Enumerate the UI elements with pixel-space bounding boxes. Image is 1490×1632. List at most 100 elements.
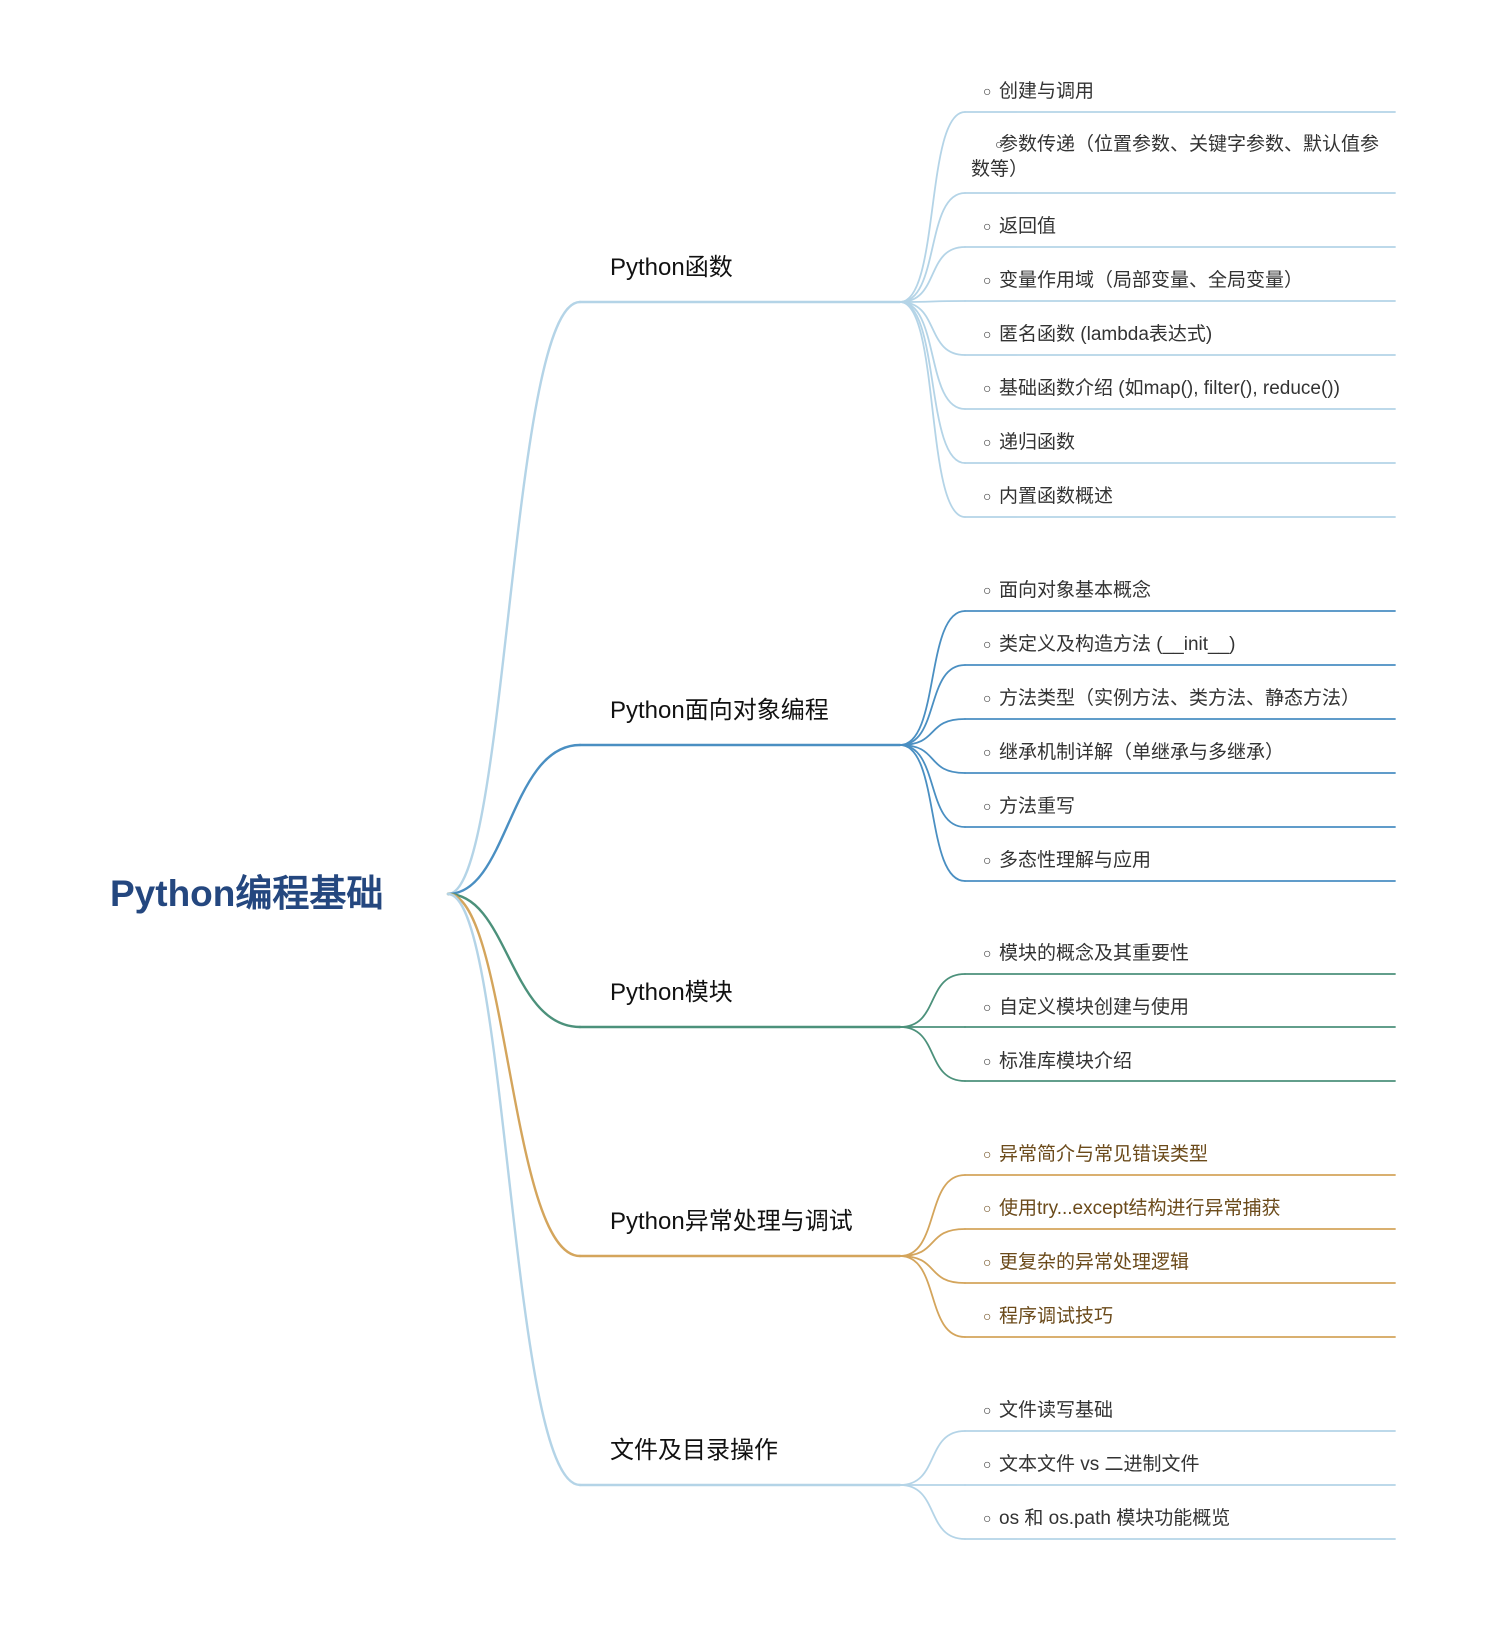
bullet-icon: ○ [983, 83, 992, 99]
branch-node-title: Python面向对象编程 [610, 697, 829, 724]
leaf-node: ○ 类定义及构造方法 (__init__) [983, 632, 1403, 657]
branch-leaf-connector [899, 718, 966, 746]
bullet-icon: ○ [983, 1254, 992, 1270]
bullet-icon: ○ [983, 945, 992, 961]
bullet-icon: ○ [983, 999, 992, 1015]
leaf-node: ○ 更复杂的异常处理逻辑 [983, 1250, 1403, 1275]
branch-leaf-connector [899, 192, 966, 303]
leaf-node: ○ 自定义模块创建与使用 [983, 995, 1403, 1020]
leaf-node-label: 文本文件 vs 二进制文件 [999, 1454, 1200, 1475]
branch-leaf-connector [899, 301, 966, 464]
leaf-node: ○ 方法类型（实例方法、类方法、静态方法） [983, 686, 1403, 711]
leaf-node-label: 多态性理解与应用 [999, 850, 1152, 871]
bullet-icon: ○ [983, 852, 992, 868]
leaf-node-label: 参数传递（位置参数、关键字参数、默认值参数等） [971, 134, 1380, 180]
leaf-node-label: 标准库模块介绍 [999, 1051, 1133, 1072]
branch-leaf-connector [899, 664, 966, 746]
bullet-icon: ○ [983, 326, 992, 342]
bullet-icon: ○ [983, 1053, 992, 1069]
branch-node-title: Python模块 [610, 979, 733, 1006]
leaf-node: ○ 程序调试技巧 [983, 1304, 1403, 1329]
root-branch-connector [446, 300, 582, 896]
branch-leaf-connector [899, 301, 966, 356]
leaf-node-label: 程序调试技巧 [999, 1306, 1114, 1327]
branch-node-title: Python函数 [610, 254, 733, 281]
leaf-node: ○ 标准库模块介绍 [983, 1049, 1403, 1074]
bullet-icon: ○ [983, 380, 992, 396]
bullet-icon: ○ [983, 434, 992, 450]
bullet-icon: ○ [983, 1402, 992, 1418]
branch-node-title: Python异常处理与调试 [610, 1208, 853, 1235]
leaf-node-label: 返回值 [999, 216, 1057, 237]
leaf-node-label: 异常简介与常见错误类型 [999, 1144, 1209, 1165]
leaf-node: ○ os 和 os.path 模块功能概览 [983, 1506, 1403, 1531]
leaf-node: ○ 递归函数 [983, 430, 1403, 455]
bullet-icon: ○ [983, 798, 992, 814]
branch-leaf-connector [899, 973, 966, 1028]
leaf-node-label: 更复杂的异常处理逻辑 [999, 1252, 1190, 1273]
bullet-icon: ○ [983, 744, 992, 760]
leaf-node: ○ 创建与调用 [983, 79, 1403, 104]
root-node-title: Python编程基础 [110, 873, 384, 914]
leaf-node-label: 基础函数介绍 (如map(), filter(), reduce()) [999, 378, 1340, 399]
leaf-node-label: 文件读写基础 [999, 1400, 1114, 1421]
leaf-node: ○ 匿名函数 (lambda表达式) [983, 322, 1403, 347]
branch-leaf-connector [899, 1174, 966, 1257]
bullet-icon: ○ [983, 218, 992, 234]
leaf-node-label: os 和 os.path 模块功能概览 [999, 1508, 1231, 1529]
bullet-icon: ○ [983, 582, 992, 598]
bullet-icon: ○ [983, 1200, 992, 1216]
leaf-node: ○模块的概念及其重要性 [983, 941, 1403, 966]
branch-leaf-connector [899, 1430, 966, 1486]
leaf-node-label: 方法类型（实例方法、类方法、静态方法） [999, 688, 1361, 709]
branch-leaf-connector [899, 744, 966, 774]
leaf-node-label: 匿名函数 (lambda表达式) [999, 324, 1213, 345]
leaf-node-label: 继承机制详解（单继承与多继承） [999, 742, 1285, 763]
branch-leaf-connector [899, 301, 966, 410]
branch-leaf-connector [899, 744, 966, 828]
branch-leaf-connector [899, 1255, 966, 1338]
leaf-node: ○ 变量作用域（局部变量、全局变量） [983, 268, 1403, 293]
bullet-icon: ○ [983, 1456, 992, 1472]
bullet-icon: ○ [983, 488, 992, 504]
leaf-node-label: 变量作用域（局部变量、全局变量） [999, 270, 1304, 291]
bullet-icon: ○ [983, 272, 992, 288]
leaf-node: ○ 使用try...except结构进行异常捕获 [983, 1196, 1403, 1221]
leaf-node-label: 类定义及构造方法 (__init__) [999, 634, 1236, 655]
bullet-icon: ○ [983, 1146, 992, 1162]
leaf-node: ○ 方法重写 [983, 794, 1403, 819]
leaf-node-label: 内置函数概述 [999, 486, 1114, 507]
leaf-node: ○ 继承机制详解（单继承与多继承） [983, 740, 1403, 765]
branch-leaf-connector [899, 300, 966, 303]
branch-node-title: 文件及目录操作 [610, 1437, 778, 1464]
root-branch-connector [446, 892, 582, 1487]
leaf-node: ○ 文本文件 vs 二进制文件 [983, 1452, 1403, 1477]
leaf-node-label: 面向对象基本概念 [999, 580, 1152, 601]
branch-leaf-connector [899, 1026, 966, 1082]
leaf-node-label: 递归函数 [999, 432, 1076, 453]
branch-leaf-connector [899, 246, 966, 303]
leaf-node: ○ 内置函数概述 [983, 484, 1403, 509]
branch-leaf-connector [899, 301, 966, 518]
bullet-icon: ○ [983, 1308, 992, 1324]
bullet-icon: ○ [995, 136, 1004, 152]
branch-leaf-connector [899, 1484, 966, 1540]
branch-leaf-connector [899, 744, 966, 882]
leaf-node: ○ 异常简介与常见错误类型 [983, 1142, 1403, 1167]
branch-leaf-connector [899, 610, 966, 746]
root-branch-connector [446, 743, 582, 896]
bullet-icon: ○ [983, 690, 992, 706]
leaf-node-label: 创建与调用 [999, 81, 1095, 102]
leaf-node-label: 自定义模块创建与使用 [999, 997, 1190, 1018]
leaf-node: ○ 文件读写基础 [983, 1398, 1403, 1423]
leaf-node-label: 方法重写 [999, 796, 1076, 817]
bullet-icon: ○ [983, 1510, 992, 1526]
leaf-node: ○ 多态性理解与应用 [983, 848, 1403, 873]
leaf-node: ○ 面向对象基本概念 [983, 578, 1403, 603]
leaf-node-label: 使用try...except结构进行异常捕获 [999, 1198, 1281, 1219]
leaf-node: ○参数传递（位置参数、关键字参数、默认值参数等） [971, 132, 1391, 182]
bullet-icon: ○ [983, 636, 992, 652]
leaf-node: ○ 基础函数介绍 (如map(), filter(), reduce()) [983, 376, 1403, 401]
root-branch-connector [446, 892, 582, 1029]
